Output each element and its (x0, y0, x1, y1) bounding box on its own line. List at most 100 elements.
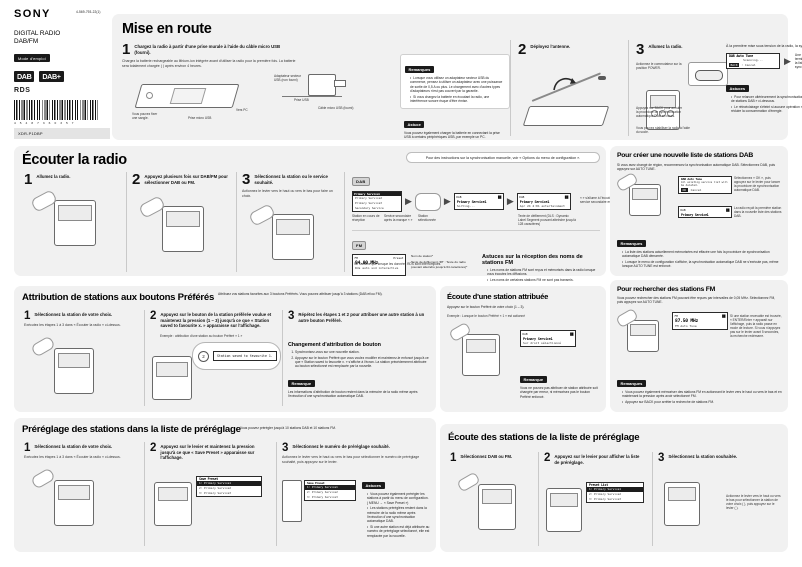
lcd-preset-select[interactable]: Save Preset 1: Primary Service1 2: Prima… (304, 480, 356, 501)
ps-tip-item: Les stations préréglées restent dans la … (367, 506, 430, 523)
dab-callouts: Station en cours de réception Service se… (352, 214, 600, 232)
ps-divider-2 (276, 442, 277, 546)
search-fm-notes-tag: Remarques (617, 380, 646, 387)
format-logos: DAB DAB+ (14, 70, 104, 82)
gs-notes-tag: Remarques (405, 66, 434, 73)
lr-step-2-text: Appuyez plusieurs fois sur DAB/FM pour s… (144, 174, 228, 185)
lr-step-1-number: 1 (24, 171, 33, 188)
lr-sep (352, 230, 600, 231)
radio-display-ps2 (158, 487, 188, 501)
fav-note-item: Les informations d'attribution de bouton… (288, 389, 418, 398)
new-dab-step-b-label: La radio reçoit la première station dans… (734, 206, 782, 219)
model-bar: XDR-P1DBP (14, 128, 110, 139)
pl-step-3-text: Sélectionnez la station souhaitée. (668, 454, 738, 459)
gs-step-3-number: 3 (636, 41, 645, 58)
lcd-dab-tuning-sub: Sorting... (456, 204, 475, 208)
pl-step-3-illustration (660, 476, 720, 530)
gs-step-3: 3 Allumez la radio. (636, 41, 726, 58)
dab-flow-arrow-3-icon: ▶ (506, 196, 514, 206)
antenna-curve-arrow (553, 77, 576, 91)
ps-step-3-text: Sélectionnez le numéro de préréglage sou… (292, 444, 390, 449)
gs-tip-item: Vous pouvez également charger la batteri… (404, 131, 500, 140)
lcd-fm-autotune-signal: ██ (722, 314, 726, 318)
lever-press-icon[interactable] (414, 192, 441, 211)
lcd-save-preset[interactable]: Save Preset 1: Primary Service1 2: Prima… (196, 476, 262, 497)
fm-tip-item: Les noms de certaines stations FM ne son… (487, 278, 596, 282)
listen-radio-title: Écouter la radio (22, 152, 127, 168)
radio-display-ps1 (58, 485, 90, 500)
lr-step-2-number: 2 (132, 171, 141, 188)
lcd-preset-list-title: Preset List (589, 483, 608, 487)
lr-divider-2 (236, 172, 237, 272)
power-switch-detail (688, 62, 728, 86)
fav-step-2-example: Exemple : attribution d'une station au b… (160, 334, 243, 338)
section-search-fm: Pour rechercher des stations FM Vous pou… (610, 280, 788, 412)
lr-step-3-number: 3 (242, 171, 251, 188)
lcd-dab-tuning-top: DAB██ (455, 194, 503, 200)
search-fm-radio-art (615, 307, 669, 352)
dab-selected-label: Station sélectionnée (418, 214, 436, 223)
fav-step-1-illustration (30, 335, 128, 400)
gs-divider-1 (510, 40, 511, 136)
dab-current-label: Station en cours de réception (352, 214, 380, 223)
gs-step-1-illustration: Vous pouvez fixer une sangle. Prise micr… (132, 76, 272, 128)
fm-tips-list: Les noms de stations FM sont reçus et mé… (482, 268, 596, 282)
lcd-ok-button[interactable]: OK (681, 188, 688, 192)
lr-divider-1 (126, 172, 127, 272)
fm-tips-block: Astuces sur la réception des noms de sta… (482, 254, 596, 284)
lcd-preset-list[interactable]: Preset List 1: Primary Service1 2: Prima… (586, 482, 644, 503)
adapter-prongs (334, 80, 346, 87)
fav-step-3-number: 3 (288, 310, 295, 322)
new-dab-notes-tag: Remarques (617, 240, 646, 247)
lcd-dab-tuning: DAB██ Primary Service1 Sorting... (453, 193, 504, 210)
lcd-dab-confirm[interactable]: DAB Auto Tune All existing service list … (678, 176, 732, 194)
fav-step-2-illustration: 2 Station saved to favourite 1. (152, 342, 281, 400)
gs-adapter-illustration: Adaptateur secteur USB (non fourni) Pris… (274, 72, 384, 128)
fm-mode-chip: FM (352, 241, 367, 250)
lcd-cancel-button[interactable]: Cancel (690, 188, 702, 192)
gs-step-2-text: Déployez l'antenne. (530, 44, 571, 49)
radio-button-2 (659, 110, 666, 117)
gs-tip-box: Astuce Vous pouvez également charger la … (400, 110, 508, 143)
micro-usb-label: Prise micro USB (188, 116, 212, 120)
search-fm-notes: Remarques Vous pouvez également mémorise… (617, 372, 783, 406)
gs-tip-tag: Astuce (404, 121, 425, 128)
lcd-auto-tune: DAB Auto Tune Scanning... BACK : Cancel (726, 53, 780, 70)
lr-step-3: 3 Sélectionnez la station ou le service … (242, 171, 340, 198)
lcd-dab-list[interactable]: Primary Service1 Primary Service2 Primar… (352, 191, 402, 212)
play-assigned-illustration (448, 321, 512, 378)
radio-button-1 (651, 110, 658, 117)
lcd-fm-sub: Rds auto snd interactive (355, 266, 399, 270)
strap-label: Vous pouvez fixer une sangle. (132, 112, 158, 121)
gs-step-1-text: Chargez la radio à partir d'une prise mu… (134, 44, 281, 55)
fav-change-block: Changement d'attribution de bouton Synch… (288, 342, 430, 398)
fav-change-item: Appuyez sur le bouton Préféré que vous v… (295, 356, 430, 369)
gs-step-2-illustration (522, 66, 622, 126)
gs-step-3-text: Allumez la radio. (648, 44, 683, 49)
gs-step-3-radio (640, 86, 696, 130)
new-dab-step-a-label: Sélectionnez « OK », puis appuyez sur le… (734, 176, 781, 193)
hand-pointer-fav1 (30, 335, 56, 358)
pl-step-2-text: Appuyez sur le levier pour afficher la l… (554, 454, 640, 465)
radio-display-fm (630, 324, 656, 336)
radio-side-ps3 (282, 480, 302, 522)
gs-notes-box: Remarques Lorsque vous utilisez un adapt… (400, 54, 510, 109)
fav-step-3: 3 Répétez les étapes 1 et 2 pour attribu… (288, 310, 426, 323)
lcd-back-key[interactable]: BACK (729, 63, 740, 68)
dab-list-row: Primary Service3 (355, 201, 382, 205)
power-switch-track (695, 70, 723, 81)
section-play-assigned: Écoute d'une station attribuée Appuyez s… (440, 286, 606, 412)
lr-dab-block: DAB Primary Service1 Primary Service2 Pr… (352, 170, 625, 232)
ps-step-1-number: 1 (24, 442, 31, 454)
search-fm-note-item: Vous pouvez également mémoriser des stat… (622, 390, 783, 399)
radio-display-fav1 (58, 353, 90, 368)
lcd-fm-autotune-top: FM██ (673, 313, 727, 319)
hand-pointer-ps1 (30, 467, 56, 490)
gs-power-switch-label: Actionnez le commutateur sur la position… (636, 62, 682, 71)
pl-step-2: 2 Appuyez sur le levier pour afficher la… (544, 452, 640, 465)
play-assigned-note-item: Vous ne pouvez pas attribuer de station … (520, 386, 598, 399)
gs-tip2-tag: Astuces (726, 84, 749, 92)
